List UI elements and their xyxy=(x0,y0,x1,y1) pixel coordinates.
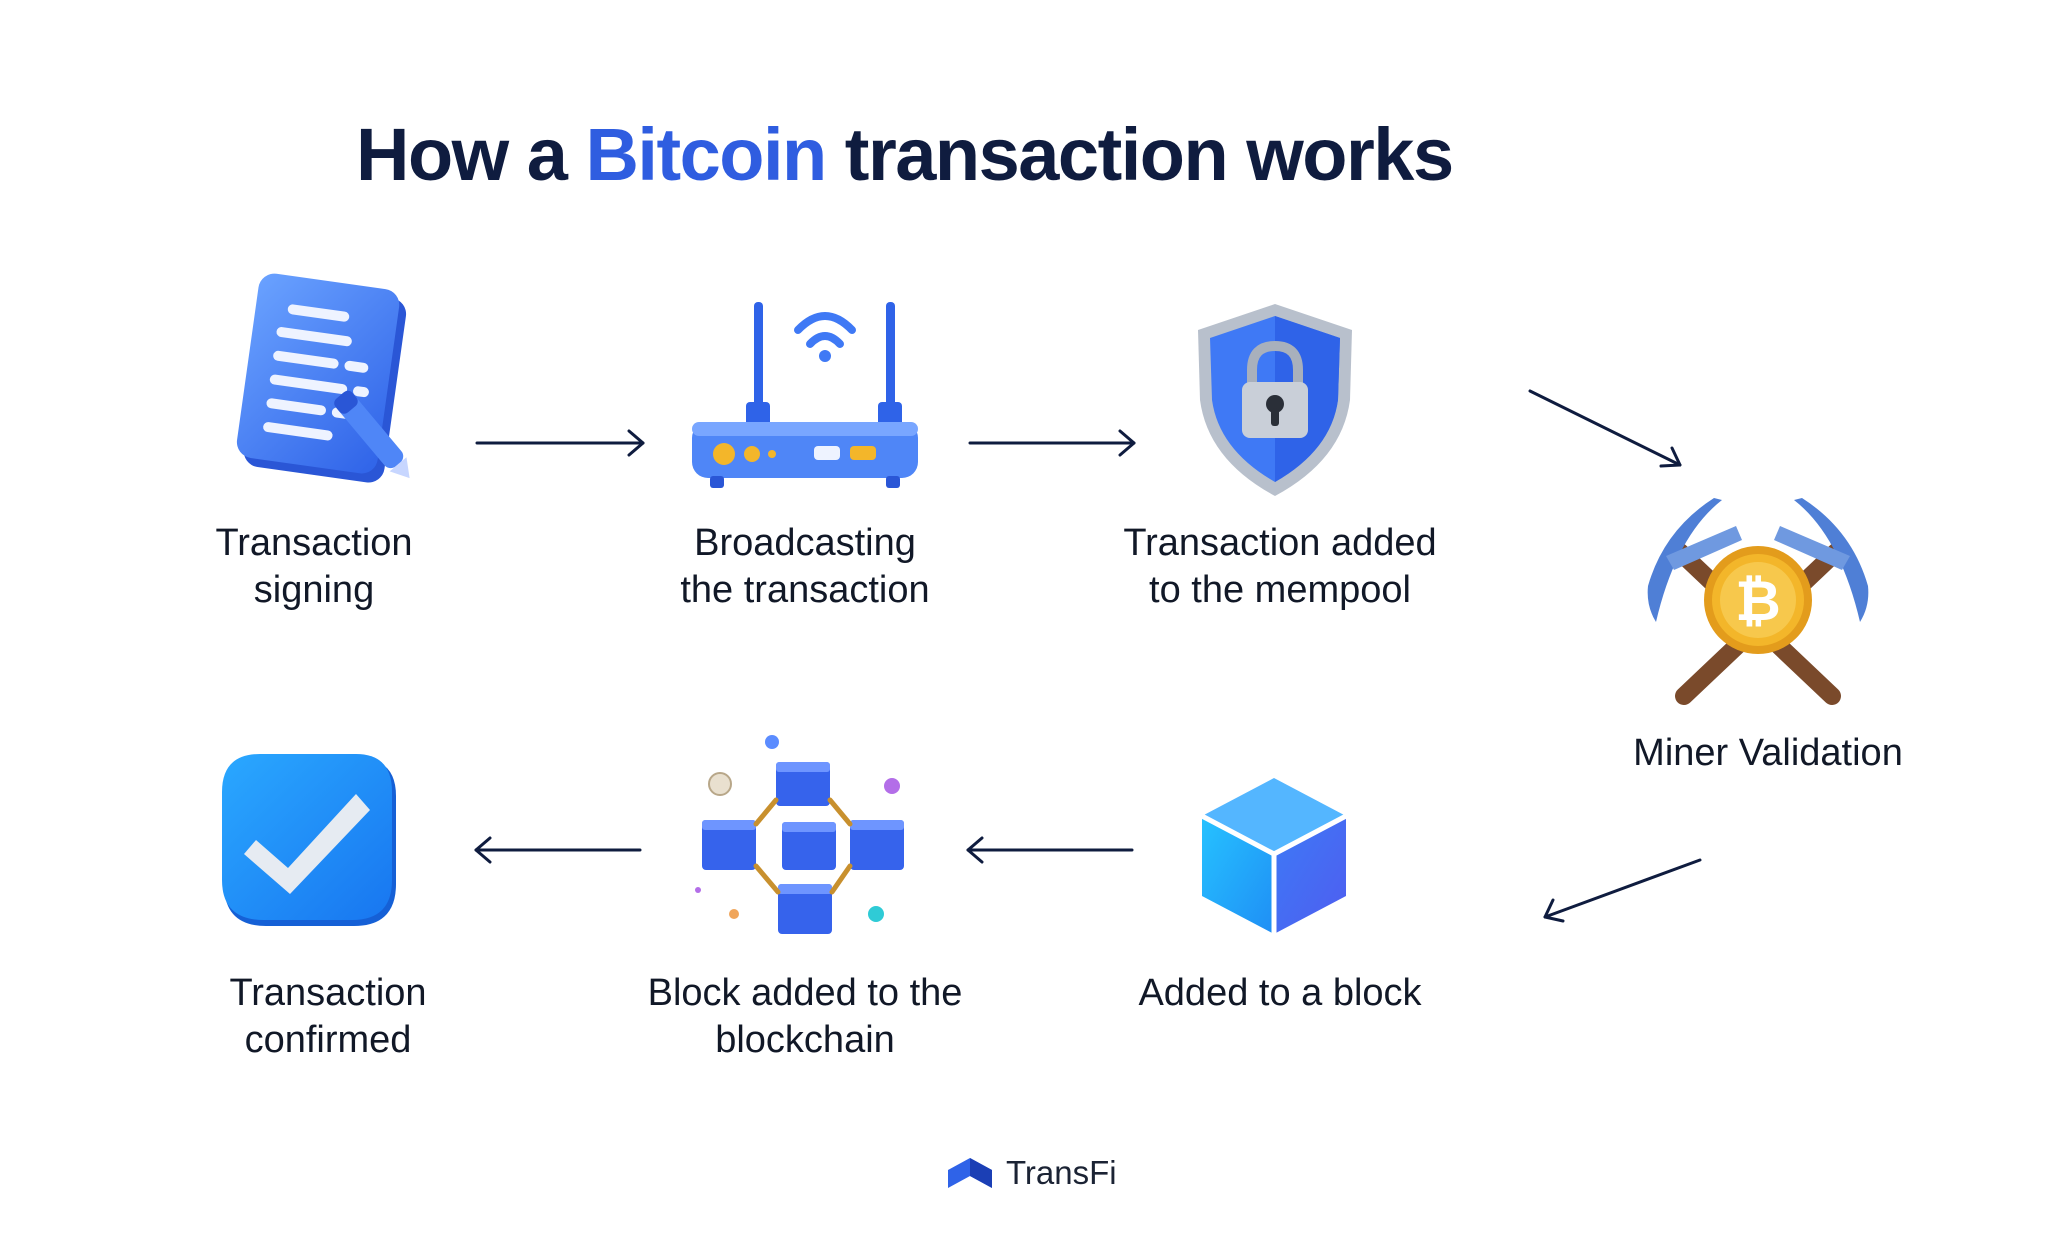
document-pen-icon xyxy=(236,273,410,483)
title-highlight: Bitcoin xyxy=(585,113,827,196)
transfi-logo-icon xyxy=(948,1158,992,1188)
svg-text:₿: ₿ xyxy=(1735,569,1781,634)
arrow-miner-to-block xyxy=(1543,858,1702,923)
arrow-blockchain-to-confirmed xyxy=(474,836,642,864)
bitcoin-pickaxe-icon: ₿ xyxy=(1647,498,1869,705)
page-title: How a Bitcoin transaction works xyxy=(356,113,1454,196)
cube-icon xyxy=(1200,778,1348,934)
brand-logo: TransFi xyxy=(948,1154,1117,1192)
step-label-miner-validation: Miner Validation xyxy=(1633,732,1903,774)
brand-name: TransFi xyxy=(1006,1154,1117,1191)
checkmark-badge-icon xyxy=(222,754,396,926)
step-label-added-to-block: Added to a block xyxy=(1138,972,1422,1014)
arrow-mempool-to-miner xyxy=(1528,389,1682,468)
arrow-signing-to-broadcasting xyxy=(475,429,645,457)
blockchain-icon xyxy=(695,735,904,934)
shield-lock-icon xyxy=(1198,304,1352,496)
wifi-router-icon xyxy=(692,302,918,488)
arrow-block-to-blockchain xyxy=(966,836,1134,864)
arrow-broadcasting-to-mempool xyxy=(968,429,1136,457)
